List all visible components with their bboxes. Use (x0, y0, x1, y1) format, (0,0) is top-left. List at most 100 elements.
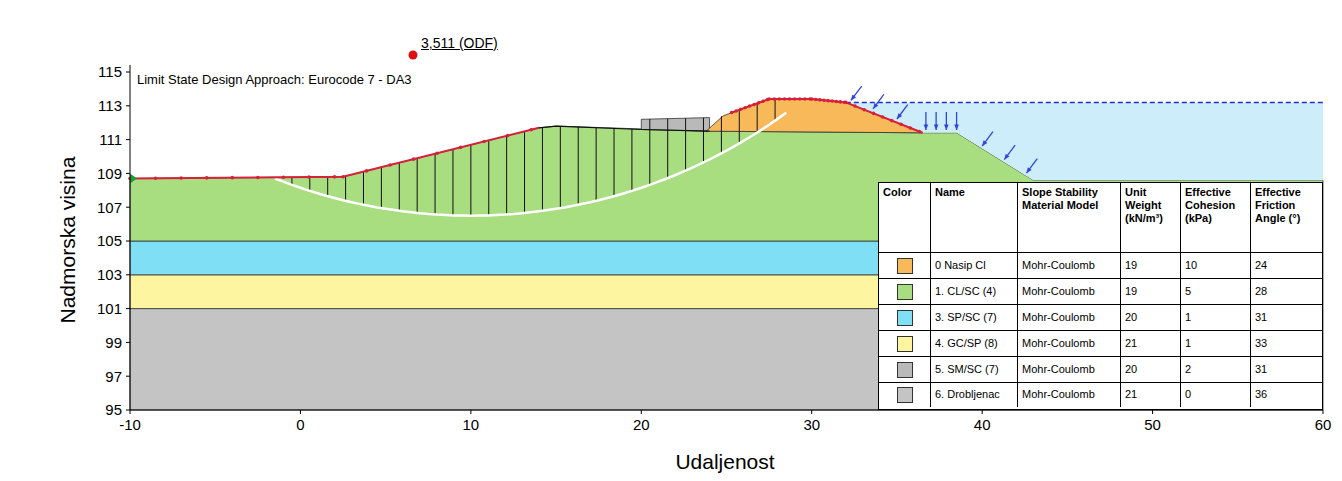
table-cell: Color (879, 183, 931, 253)
tick-mark (130, 410, 131, 414)
slice-line (488, 140, 489, 215)
surface-point (853, 104, 857, 108)
table-cell: 28 (1251, 279, 1323, 305)
table-cell: 2 (1181, 357, 1251, 383)
surface-point (862, 108, 866, 112)
tick-mark (470, 410, 471, 414)
water-body (846, 102, 1323, 180)
slice-line (685, 118, 686, 170)
table-value: Mohr-Coulomb (1022, 337, 1095, 350)
tick-mark (126, 308, 130, 309)
pressure-arrow (897, 105, 908, 119)
column-header: Unit Weight (kN/m³) (1125, 186, 1176, 226)
table-cell (879, 253, 931, 279)
table-cell: Mohr-Coulomb (1018, 383, 1121, 407)
table-cell: Mohr-Coulomb (1018, 357, 1121, 383)
pressure-arrowhead (954, 124, 959, 130)
legend-swatch (897, 310, 913, 326)
surface-point (388, 163, 392, 167)
axis-title: Nadmorska visina (56, 157, 80, 324)
slice-line (703, 118, 704, 163)
table-cell: 33 (1251, 331, 1323, 357)
tick-label: 105 (97, 232, 122, 249)
slice-line (614, 128, 615, 196)
surface-point (803, 97, 807, 101)
table-cell: 24 (1251, 253, 1323, 279)
slip-surface (275, 113, 786, 216)
surface-range (130, 128, 539, 179)
tick-mark (126, 342, 130, 343)
y-axis (130, 65, 131, 410)
column-header: Effective Friction Angle (°) (1255, 186, 1319, 226)
table-cell: Mohr-Coulomb (1018, 279, 1121, 305)
pressure-arrowhead (944, 124, 949, 130)
surface-point (761, 99, 765, 103)
material-name: 5. SM/SC (7) (935, 363, 999, 376)
table-value: 19 (1125, 285, 1137, 298)
tick-mark (1152, 410, 1153, 414)
surface-point (743, 106, 747, 110)
tick-mark (126, 72, 130, 73)
legend-swatch (897, 258, 913, 274)
surface-point (282, 175, 286, 179)
table-cell: 20 (1121, 357, 1181, 383)
table-cell: 21 (1121, 331, 1181, 357)
tick-label: 20 (633, 416, 650, 433)
surface-point (826, 99, 830, 103)
legend-swatch (897, 387, 913, 403)
slice-line (739, 110, 740, 143)
table-value: Mohr-Coulomb (1022, 363, 1095, 376)
boundary-marker (130, 173, 137, 183)
slice-line (452, 149, 453, 215)
tick-mark (126, 207, 130, 208)
table-cell: Slope Stability Material Model (1018, 183, 1121, 253)
pressure-arrowhead (934, 124, 939, 130)
table-cell: 21 (1121, 383, 1181, 407)
tick-label: 101 (97, 300, 122, 317)
ground-line (539, 126, 710, 131)
pressure-arrow (851, 86, 862, 100)
table-cell: 6. Drobljenac (931, 383, 1018, 407)
table-cell: 3. SP/SC (7) (931, 305, 1018, 331)
surface-point (899, 123, 903, 127)
slice-line (775, 99, 776, 121)
tick-label: 99 (105, 334, 122, 351)
table-value: 1 (1185, 337, 1191, 350)
table-cell: Unit Weight (kN/m³) (1121, 183, 1181, 253)
material-name: 3. SP/SC (7) (935, 311, 997, 324)
table-cell: 1. CL/SC (4) (931, 279, 1018, 305)
tick-label: 103 (97, 266, 122, 283)
surface-point (739, 108, 743, 112)
column-header: Color (883, 186, 912, 199)
surface-point (881, 115, 885, 119)
tick-mark (126, 139, 130, 140)
surface-point (830, 99, 834, 103)
legend-swatch (897, 336, 913, 352)
table-cell: Mohr-Coulomb (1018, 331, 1121, 357)
table-cell: 1 (1181, 305, 1251, 331)
legend-swatch (897, 362, 913, 378)
table-cell: Name (931, 183, 1018, 253)
surface-range (732, 99, 923, 133)
tick-mark (300, 410, 301, 414)
surface-point (341, 175, 345, 179)
table-cell: 10 (1181, 253, 1251, 279)
surface-point (459, 146, 463, 150)
column-header: Slope Stability Material Model (1022, 186, 1116, 212)
slice-line (327, 177, 328, 196)
table-cell: 36 (1251, 383, 1323, 407)
slice-line (578, 127, 579, 205)
tick-mark (982, 410, 983, 414)
slice-line (721, 116, 722, 153)
table-cell: Mohr-Coulomb (1018, 305, 1121, 331)
surface-point (529, 128, 533, 132)
tick-label: 30 (803, 416, 820, 433)
slice-line (399, 163, 400, 211)
table-value: Mohr-Coulomb (1022, 311, 1095, 324)
material-name: 0 Nasip Cl (935, 259, 986, 272)
table-cell: 31 (1251, 305, 1323, 331)
table-cell: 5. SM/SC (7) (931, 357, 1018, 383)
tick-mark (126, 173, 130, 174)
tick-label: 97 (105, 368, 122, 385)
material-name: 6. Drobljenac (935, 388, 1000, 401)
